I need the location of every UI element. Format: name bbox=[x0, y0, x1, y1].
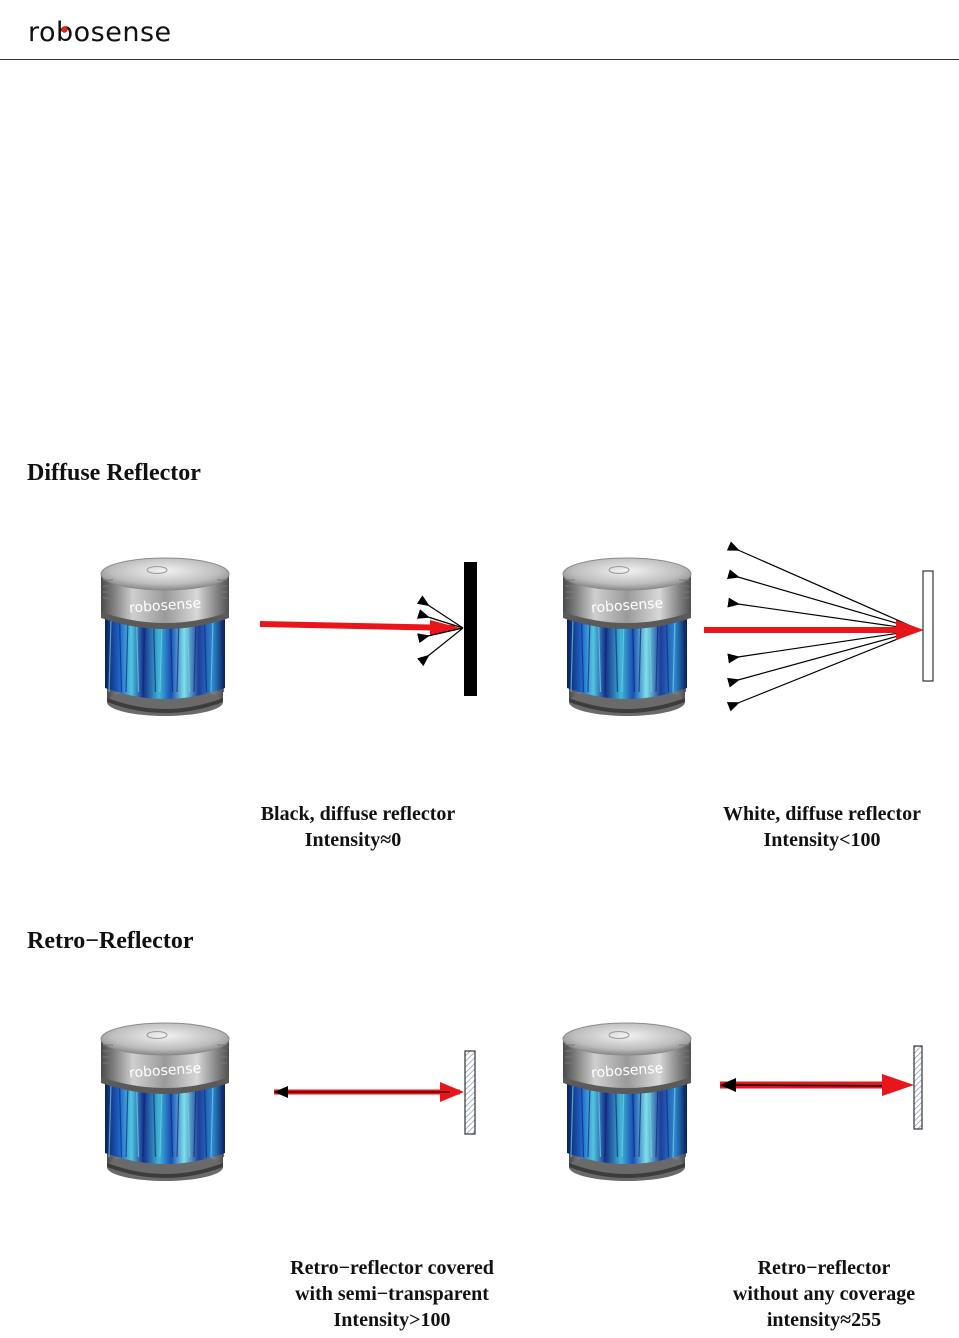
header-divider bbox=[0, 59, 959, 60]
scatter-rays bbox=[726, 541, 921, 712]
return-arrowhead bbox=[274, 1086, 288, 1098]
caption-line: Intensity<100 bbox=[763, 829, 881, 851]
device-brand-text: robosense bbox=[591, 595, 664, 616]
laser-arrowhead bbox=[882, 1074, 914, 1096]
logo-red-dot bbox=[61, 26, 68, 33]
caption-line: Intensity≈0 bbox=[304, 829, 402, 851]
caption-line: Intensity>100 bbox=[333, 1309, 451, 1331]
caption-line: Black, diffuse reflector bbox=[260, 803, 456, 825]
device-brand-text: robosense bbox=[129, 1060, 202, 1081]
laser-beam bbox=[259, 621, 456, 631]
black-reflector bbox=[464, 562, 477, 696]
caption-line: without any coverage bbox=[732, 1283, 916, 1305]
return-arrowhead bbox=[720, 1078, 736, 1092]
lidar-device-1: robosense bbox=[100, 557, 230, 716]
section-title-retro: Retro−Reflector bbox=[27, 928, 194, 954]
section-title-diffuse: Diffuse Reflector bbox=[27, 460, 201, 486]
logo-text: robosense bbox=[28, 17, 172, 48]
return-beam bbox=[725, 1084, 903, 1087]
caption-black-diffuse: Black, diffuse reflector Intensity≈0 bbox=[228, 801, 488, 853]
retro-reflector bbox=[913, 1045, 923, 1130]
lidar-device-4: robosense bbox=[562, 1022, 692, 1181]
caption-white-diffuse: White, diffuse reflector Intensity<100 bbox=[690, 801, 954, 853]
caption-line: intensity≈255 bbox=[766, 1309, 882, 1331]
device-brand-text: robosense bbox=[129, 595, 202, 616]
caption-line: White, diffuse reflector bbox=[723, 803, 921, 825]
white-reflector bbox=[922, 570, 934, 682]
lidar-device-3: robosense bbox=[100, 1022, 230, 1181]
caption-line: with semi−transparent bbox=[295, 1283, 489, 1305]
caption-line: Retro−reflector covered bbox=[290, 1257, 494, 1279]
laser-arrowhead bbox=[430, 620, 460, 636]
diagram-retro-uncovered bbox=[720, 1045, 923, 1130]
robosense-logo: robosense bbox=[28, 17, 172, 48]
caption-retro-uncovered: Retro−reflector without any coverage int… bbox=[700, 1255, 948, 1333]
lidar-device-2: robosense bbox=[562, 557, 692, 716]
laser-arrowhead bbox=[440, 1082, 464, 1102]
diagram-retro-covered bbox=[274, 1050, 476, 1135]
diagram-black-diffuse bbox=[259, 562, 477, 696]
diagram-white-diffuse bbox=[704, 541, 934, 712]
device-brand-text: robosense bbox=[591, 1060, 664, 1081]
caption-line: Retro−reflector bbox=[757, 1257, 891, 1279]
scatter-rays bbox=[416, 595, 464, 667]
caption-retro-covered: Retro−reflector covered with semi−transp… bbox=[262, 1255, 522, 1333]
semi-transparent-reflector bbox=[464, 1050, 476, 1135]
laser-arrowhead bbox=[896, 620, 924, 640]
